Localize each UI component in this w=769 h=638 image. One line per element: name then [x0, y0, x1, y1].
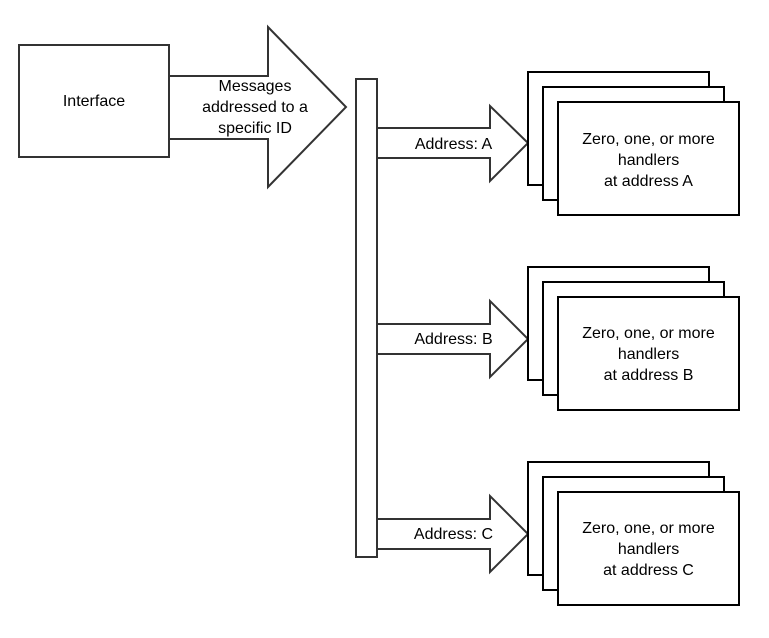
message-arrow: [168, 24, 348, 190]
address-a-label: Address: A: [414, 136, 493, 153]
interface-label: Interface: [62, 93, 126, 110]
handler-c-label-line: Zero, one, or more: [582, 520, 715, 537]
interface-box: [18, 44, 170, 158]
address-b-label: Address: B: [414, 331, 493, 348]
message-bus: [355, 78, 378, 558]
message-arrow-label-line: addressed to a: [202, 99, 308, 116]
handler-b-label-line: at address B: [603, 367, 694, 384]
handler-b-label-line: Zero, one, or more: [582, 325, 715, 342]
handler-a-box: [557, 101, 740, 216]
handler-b-label-line: handlers: [617, 346, 680, 363]
handler-c-label: Zero, one, or more handlers at address C: [558, 518, 739, 581]
handler-b-box: [557, 296, 740, 411]
handler-a-label: Zero, one, or more handlers at address A: [558, 129, 739, 192]
handler-b-label: Zero, one, or more handlers at address B: [558, 323, 739, 386]
address-c-arrow: [376, 493, 530, 575]
message-arrow-label-line: Messages: [218, 78, 292, 95]
address-a-arrow: [376, 103, 530, 184]
handler-a-label-line: Zero, one, or more: [582, 131, 715, 148]
address-c-label: Address: C: [413, 526, 494, 543]
address-b-arrow: [376, 298, 530, 380]
handler-c-box: [557, 491, 740, 606]
handler-a-label-line: handlers: [617, 152, 680, 169]
message-arrow-label-line: specific ID: [218, 120, 292, 137]
handler-c-label-line: handlers: [617, 541, 680, 558]
handler-a-label-line: at address A: [604, 173, 693, 190]
message-arrow-label: Messages addressed to a specific ID: [180, 76, 330, 139]
handler-c-label-line: at address C: [603, 562, 694, 579]
